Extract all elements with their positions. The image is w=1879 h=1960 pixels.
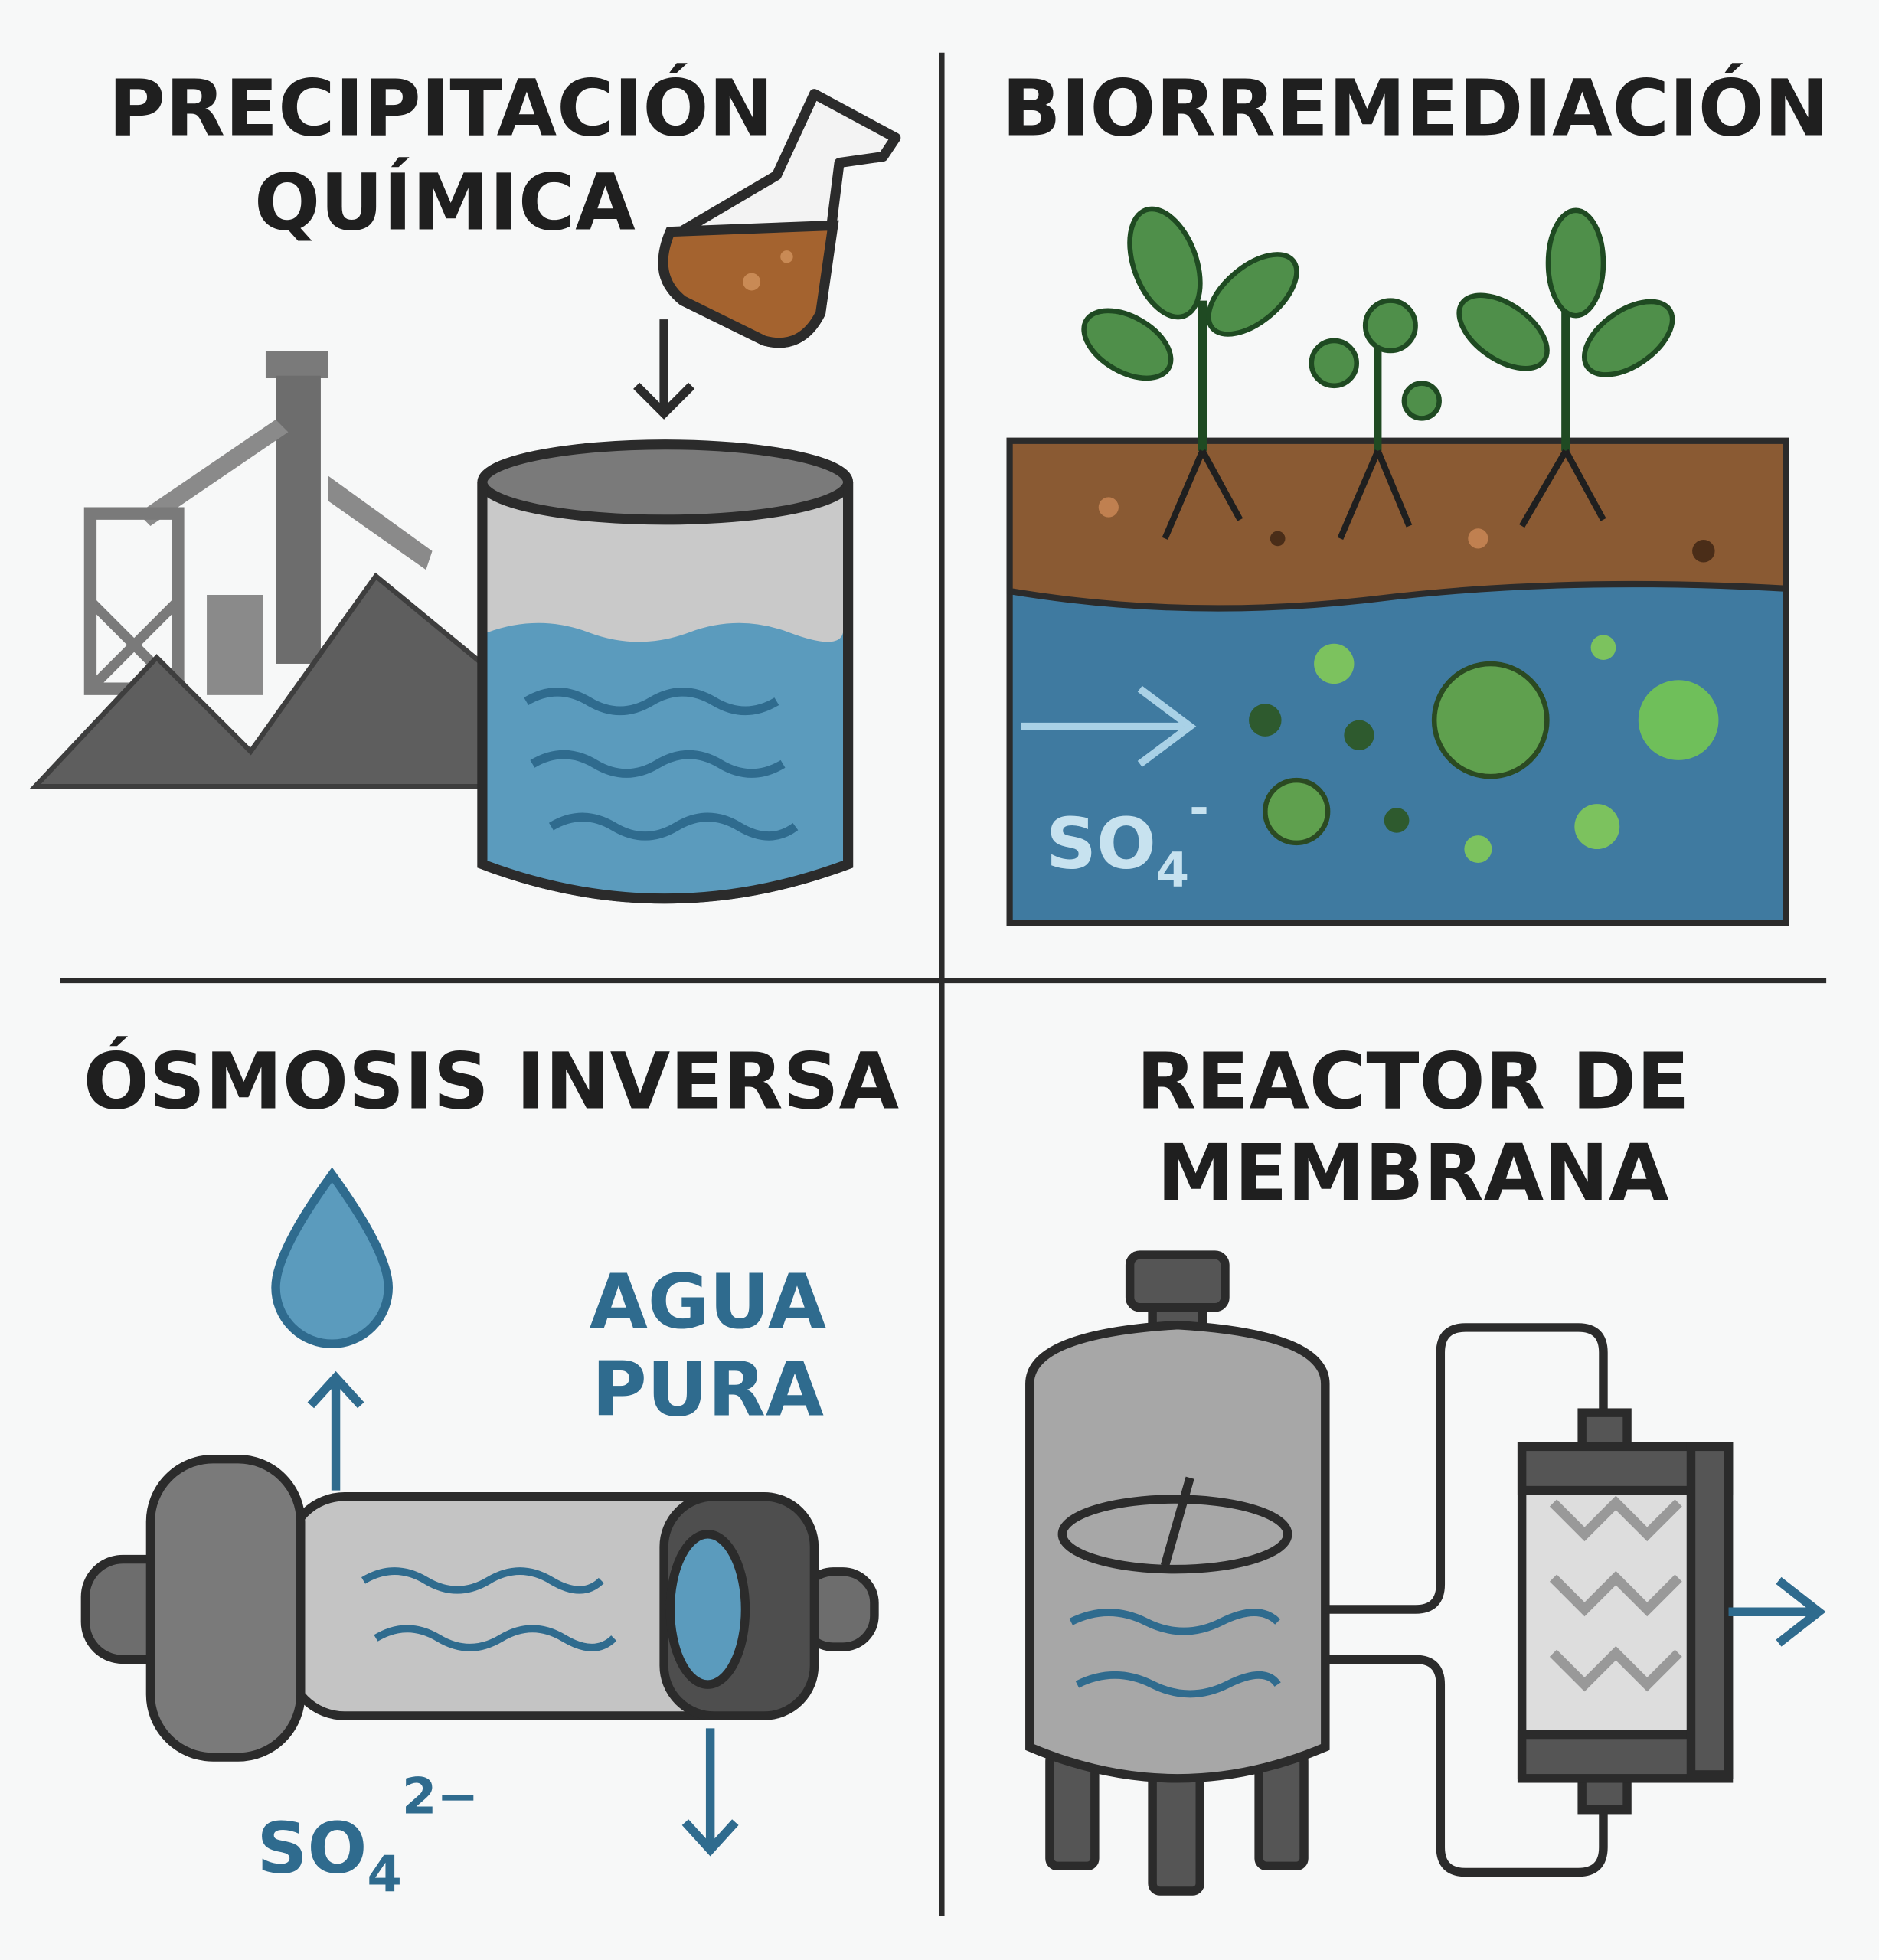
membrane-filter-icon — [1517, 1408, 1734, 1815]
reverse-osmosis-title: ÓSMOSIS INVERSA — [83, 1036, 899, 1127]
reactor-tank-icon — [1025, 1250, 1330, 1896]
soil-water-cross-section — [1006, 437, 1789, 926]
up-arrow-icon — [307, 1370, 364, 1491]
down-arrow-icon — [633, 319, 695, 420]
precipitation-title-line1: PRECIPITACIÓN — [109, 63, 774, 154]
water-tank-icon — [477, 439, 854, 904]
piping — [1325, 1323, 1608, 1877]
panel-precipitation: PRECIPITACIÓN QUÍMICA — [29, 63, 901, 904]
mining-plant-icon — [29, 351, 485, 789]
membrane-reactor-title-line2: MEMBRANA — [1157, 1128, 1668, 1218]
membrane-reactor-title-line1: REACTOR DE — [1136, 1037, 1689, 1127]
bioremediation-title: BIORREMEDIACIÓN — [1002, 63, 1828, 154]
panel-reverse-osmosis: ÓSMOSIS INVERSA AGUA PURA SO42− — [80, 1036, 899, 1903]
pure-water-label-line1: AGUA — [590, 1259, 826, 1346]
microbe-icons — [1249, 635, 1719, 864]
sulfate-ion-label: SO42− — [257, 1768, 479, 1903]
sulfate-ion-label: SO4- — [1046, 779, 1209, 898]
panel-bioremediation: BIORREMEDIACIÓN — [1002, 63, 1829, 926]
panel-membrane-reactor: REACTOR DE MEMBRANA — [1025, 1037, 1826, 1896]
plant-icons — [1081, 206, 1675, 540]
flask-icon — [658, 89, 901, 348]
precipitation-title-line2: QUÍMICA — [254, 156, 636, 247]
pure-water-label-line2: PURA — [592, 1346, 824, 1433]
down-arrow-icon — [681, 1728, 739, 1857]
water-drop-icon — [271, 1167, 393, 1348]
outflow-arrow-icon — [1728, 1576, 1826, 1647]
membrane-cartridge-icon — [80, 1454, 879, 1762]
flow-arrow-icon — [1021, 685, 1197, 767]
